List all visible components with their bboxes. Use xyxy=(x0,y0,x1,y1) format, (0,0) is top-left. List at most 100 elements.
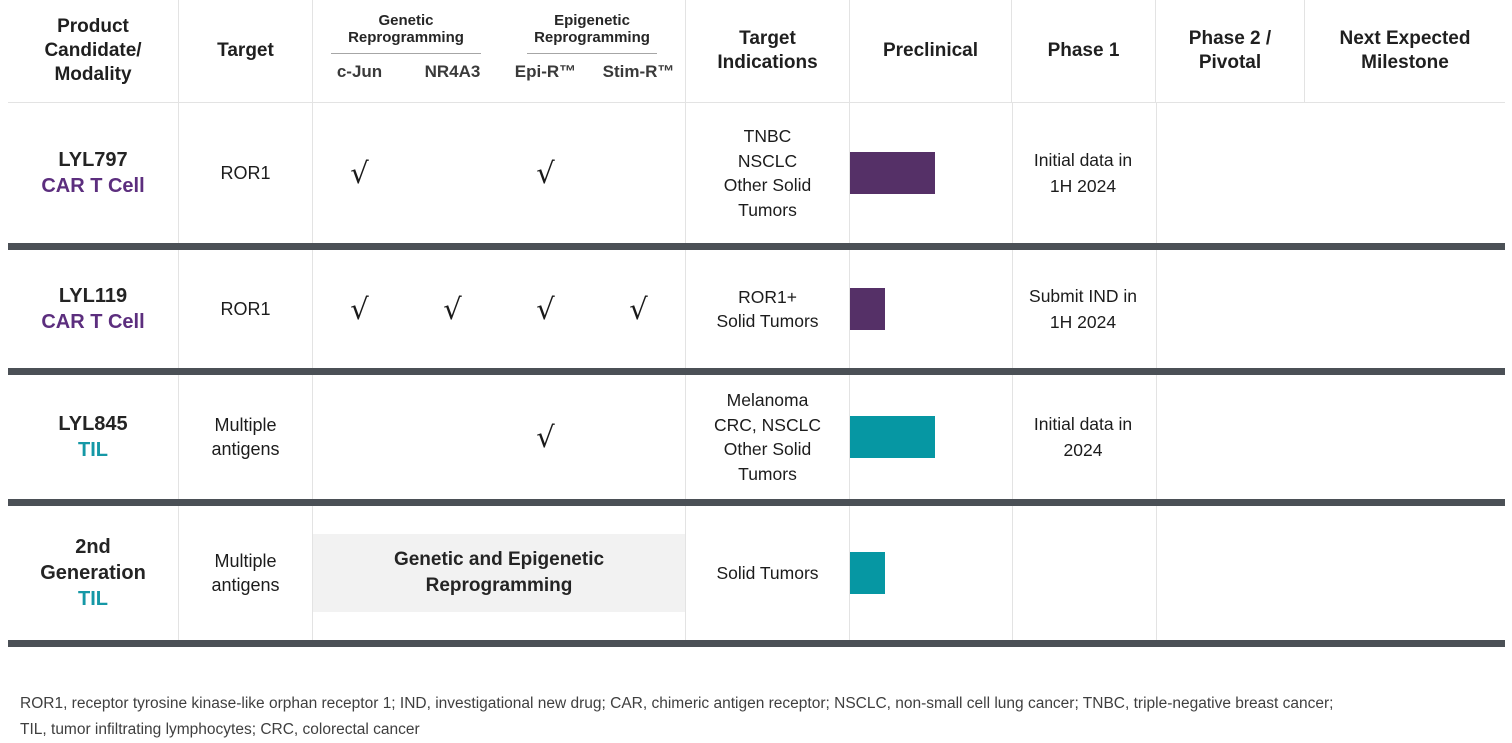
target-cell: ROR1 xyxy=(178,103,312,243)
phase-gridline xyxy=(1012,103,1013,243)
milestone-cell xyxy=(1011,506,1155,640)
phase-gridline xyxy=(1012,506,1013,640)
epigenetic-sub-labels: Epi-R™ Stim-R™ xyxy=(499,62,685,82)
target-cell: Multiple antigens xyxy=(178,375,312,499)
check-epi-r: √ xyxy=(536,420,555,454)
pipeline-row-lyl119: LYL119 CAR T Cell ROR1 √ √ √ √ ROR1+ Sol… xyxy=(8,250,1505,368)
genetic-group-title: Genetic Reprogramming xyxy=(348,12,464,47)
phase-gridline xyxy=(1012,250,1013,368)
reprogramming-checks: √ √ xyxy=(312,103,685,243)
header-phase2-pivotal: Phase 2 / Pivotal xyxy=(1155,0,1304,102)
header-epi-r: Epi-R™ xyxy=(514,61,577,81)
epigenetic-group-title: Epigenetic Reprogramming xyxy=(534,12,650,47)
phase-track xyxy=(849,103,1157,243)
product-name: LYL797 xyxy=(58,149,128,171)
product-modality: TIL xyxy=(78,439,108,461)
check-epi-r: √ xyxy=(536,156,555,190)
product-name: 2nd Generation xyxy=(40,536,146,584)
product-cell: 2nd Generation TIL xyxy=(8,506,178,640)
product-name: LYL119 xyxy=(58,285,128,307)
product-modality: CAR T Cell xyxy=(41,311,145,333)
phase-track xyxy=(849,506,1157,640)
indications-cell: ROR1+ Solid Tumors xyxy=(685,250,849,368)
header-epigenetic-group: Epigenetic Reprogramming Epi-R™ Stim-R™ xyxy=(499,0,685,102)
indications-value: TNBC NSCLC Other Solid Tumors xyxy=(723,126,812,220)
genetic-group-underline xyxy=(331,52,481,54)
header-target-label: Target xyxy=(217,40,274,62)
product-modality: TIL xyxy=(78,588,108,610)
abbreviations-footnote: ROR1, receptor tyrosine kinase-like orph… xyxy=(20,695,1334,739)
header-nr4a3: NR4A3 xyxy=(424,61,481,81)
indications-value: Melanoma CRC, NSCLC Other Solid Tumors xyxy=(714,390,821,484)
header-reprogramming: Genetic Reprogramming c-Jun NR4A3 Epigen… xyxy=(312,0,685,102)
progress-bar xyxy=(850,416,935,458)
check-c-jun: √ xyxy=(350,156,369,190)
milestone-value: Submit IND in 1H 2024 xyxy=(1029,285,1137,332)
indications-cell: TNBC NSCLC Other Solid Tumors xyxy=(685,103,849,243)
phase-gridline xyxy=(1156,506,1157,640)
header-genetic-group: Genetic Reprogramming c-Jun NR4A3 xyxy=(313,0,499,102)
table-bottom-border xyxy=(8,640,1505,647)
indications-cell: Melanoma CRC, NSCLC Other Solid Tumors xyxy=(685,375,849,499)
target-cell: Multiple antigens xyxy=(178,506,312,640)
progress-bar xyxy=(850,552,886,594)
product-cell: LYL797 CAR T Cell xyxy=(8,103,178,243)
phase-track xyxy=(849,375,1157,499)
header-indications-label: Target Indications xyxy=(717,28,818,73)
product-cell: LYL845 TIL xyxy=(8,375,178,499)
milestone-cell: Submit IND in 1H 2024 xyxy=(1011,250,1155,368)
row-separator xyxy=(8,243,1505,250)
header-phase1: Phase 1 xyxy=(1011,0,1155,102)
check-c-jun: √ xyxy=(350,292,369,326)
target-value: Multiple antigens xyxy=(211,550,280,595)
indications-value: Solid Tumors xyxy=(716,562,819,583)
check-nr4a3: √ xyxy=(443,292,462,326)
product-modality: CAR T Cell xyxy=(41,175,145,197)
header-milestone: Next Expected Milestone xyxy=(1304,0,1505,102)
progress-bar xyxy=(850,152,935,194)
check-stim-r: √ xyxy=(629,292,648,326)
header-milestone-label: Next Expected Milestone xyxy=(1339,28,1471,73)
reprogramming-checks: √ xyxy=(312,375,685,499)
pipeline-row-2nd-gen-til: 2nd Generation TIL Multiple antigens Gen… xyxy=(8,506,1505,640)
target-value: ROR1 xyxy=(220,162,271,183)
merged-reprogramming-box: Genetic and Epigenetic Reprogramming xyxy=(313,534,685,612)
header-phase2-label: Phase 2 / Pivotal xyxy=(1188,28,1272,73)
indications-value: ROR1+ Solid Tumors xyxy=(716,286,819,332)
target-value: Multiple antigens xyxy=(211,414,280,459)
phase-gridline xyxy=(1156,250,1157,368)
header-stim-r: Stim-R™ xyxy=(602,61,675,81)
epigenetic-group-underline xyxy=(527,52,657,54)
indications-cell: Solid Tumors xyxy=(685,506,849,640)
header-preclinical: Preclinical xyxy=(849,0,1011,102)
header-preclinical-label: Preclinical xyxy=(882,40,979,62)
header-product-label: Product Candidate/ Modality xyxy=(44,16,142,85)
header-c-jun: c-Jun xyxy=(336,61,383,81)
header-phase1-label: Phase 1 xyxy=(1047,40,1120,62)
pipeline-row-lyl845: LYL845 TIL Multiple antigens √ Melanoma … xyxy=(8,375,1505,499)
pipeline-row-lyl797: LYL797 CAR T Cell ROR1 √ √ TNBC NSCLC Ot… xyxy=(8,103,1505,243)
target-cell: ROR1 xyxy=(178,250,312,368)
phase-gridline xyxy=(1156,375,1157,499)
genetic-sub-labels: c-Jun NR4A3 xyxy=(313,62,499,82)
phase-track xyxy=(849,250,1157,368)
header-target: Target xyxy=(178,0,312,102)
milestone-value: Initial data in 2024 xyxy=(1033,413,1133,460)
product-cell: LYL119 CAR T Cell xyxy=(8,250,178,368)
header-product: Product Candidate/ Modality xyxy=(8,0,178,102)
row-separator xyxy=(8,499,1505,506)
milestone-cell: Initial data in 2024 xyxy=(1011,375,1155,499)
progress-bar xyxy=(850,288,886,330)
milestone-value: Initial data in 1H 2024 xyxy=(1033,149,1133,196)
milestone-cell: Initial data in 1H 2024 xyxy=(1011,103,1155,243)
product-name: LYL845 xyxy=(58,413,128,435)
row-separator xyxy=(8,368,1505,375)
phase-gridline xyxy=(1012,375,1013,499)
target-value: ROR1 xyxy=(220,298,271,319)
phase-gridline xyxy=(1156,103,1157,243)
header-indications: Target Indications xyxy=(685,0,849,102)
table-header-row: Product Candidate/ Modality Target Genet… xyxy=(8,0,1505,103)
reprogramming-merged-cell: Genetic and Epigenetic Reprogramming xyxy=(312,506,685,640)
check-epi-r: √ xyxy=(536,292,555,326)
reprogramming-checks: √ √ √ √ xyxy=(312,250,685,368)
